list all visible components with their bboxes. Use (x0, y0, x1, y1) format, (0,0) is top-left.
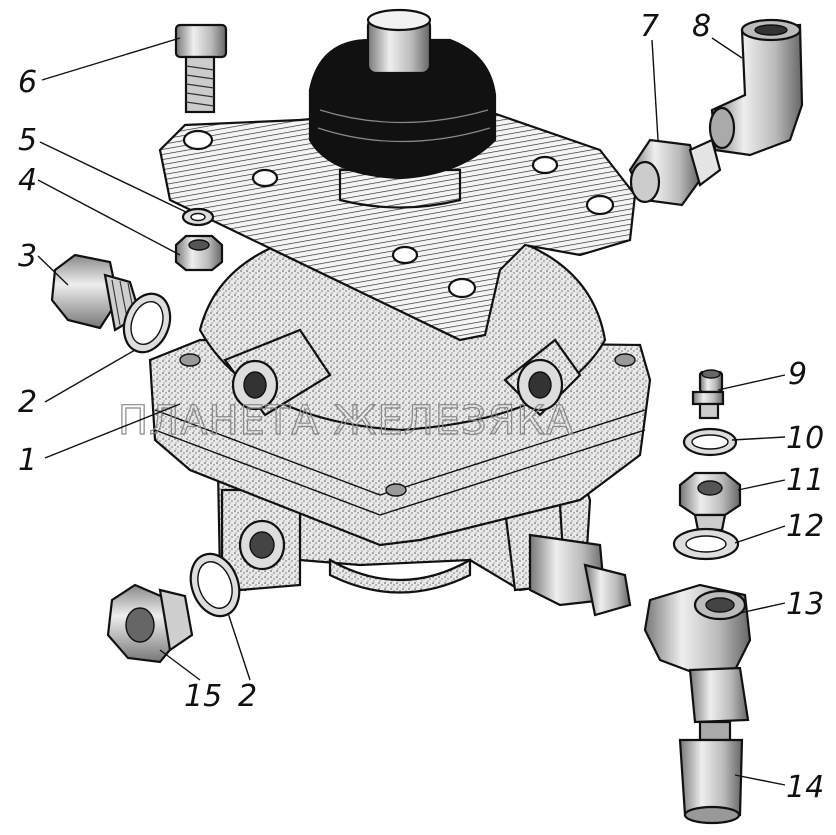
callout-5: 5 (18, 123, 37, 158)
part-12-washer (672, 527, 740, 561)
leader-10 (731, 436, 786, 441)
part-13-tee (643, 583, 752, 724)
callout-2-left: 2 (18, 385, 37, 420)
valve-housing-body (148, 226, 652, 594)
callout-1: 1 (18, 443, 37, 478)
callout-10: 10 (786, 421, 824, 456)
top-knob-boot (308, 8, 497, 209)
leader-3 (37, 255, 69, 286)
leader-lines (37, 37, 786, 786)
body-side-fitting (528, 533, 632, 617)
callout-2-bottom: 2 (238, 679, 257, 714)
part-10-washer (682, 427, 738, 457)
part-4-nut (174, 234, 224, 272)
part-15-adapter (106, 583, 194, 664)
leader-2a (44, 349, 136, 403)
leader-1 (44, 403, 181, 459)
callout-8: 8 (692, 9, 711, 44)
callout-7: 7 (640, 9, 659, 44)
watermark: ПЛАНЕТА ЖЕЛЕЗЯКА (118, 398, 574, 444)
leader-14 (734, 774, 786, 786)
leader-15 (159, 649, 201, 681)
callout-3: 3 (18, 239, 37, 274)
leader-8 (711, 37, 743, 59)
part-9-nipple (691, 369, 725, 420)
callout-9: 9 (788, 357, 807, 392)
callout-15: 15 (184, 679, 222, 714)
callout-labels: 6 5 4 3 2 1 7 8 9 10 11 12 13 14 15 2 (18, 9, 824, 805)
callout-6: 6 (18, 65, 37, 100)
callout-12: 12 (786, 509, 824, 544)
leader-6 (41, 37, 181, 81)
callout-14: 14 (786, 770, 824, 805)
leader-5 (39, 141, 187, 213)
part-2-sealing-ring-bottom (189, 552, 241, 618)
leader-4 (37, 179, 181, 256)
part-5-lock-washer (181, 207, 215, 227)
leader-11 (737, 479, 786, 491)
leader-9 (717, 374, 786, 391)
leader-13 (739, 602, 786, 614)
leader-7 (651, 39, 659, 141)
part-7-fitting (628, 138, 722, 207)
callout-11: 11 (786, 463, 824, 498)
leader-2b (227, 612, 251, 681)
part-14-fitting (678, 720, 744, 825)
part-8-elbow (708, 18, 804, 157)
part-6-bolt (174, 23, 228, 114)
callout-13: 13 (786, 587, 824, 622)
callout-4: 4 (18, 163, 37, 198)
part-11-union-nut (678, 471, 742, 532)
part-2-sealing-ring-left (122, 292, 172, 354)
leader-12 (734, 525, 786, 544)
